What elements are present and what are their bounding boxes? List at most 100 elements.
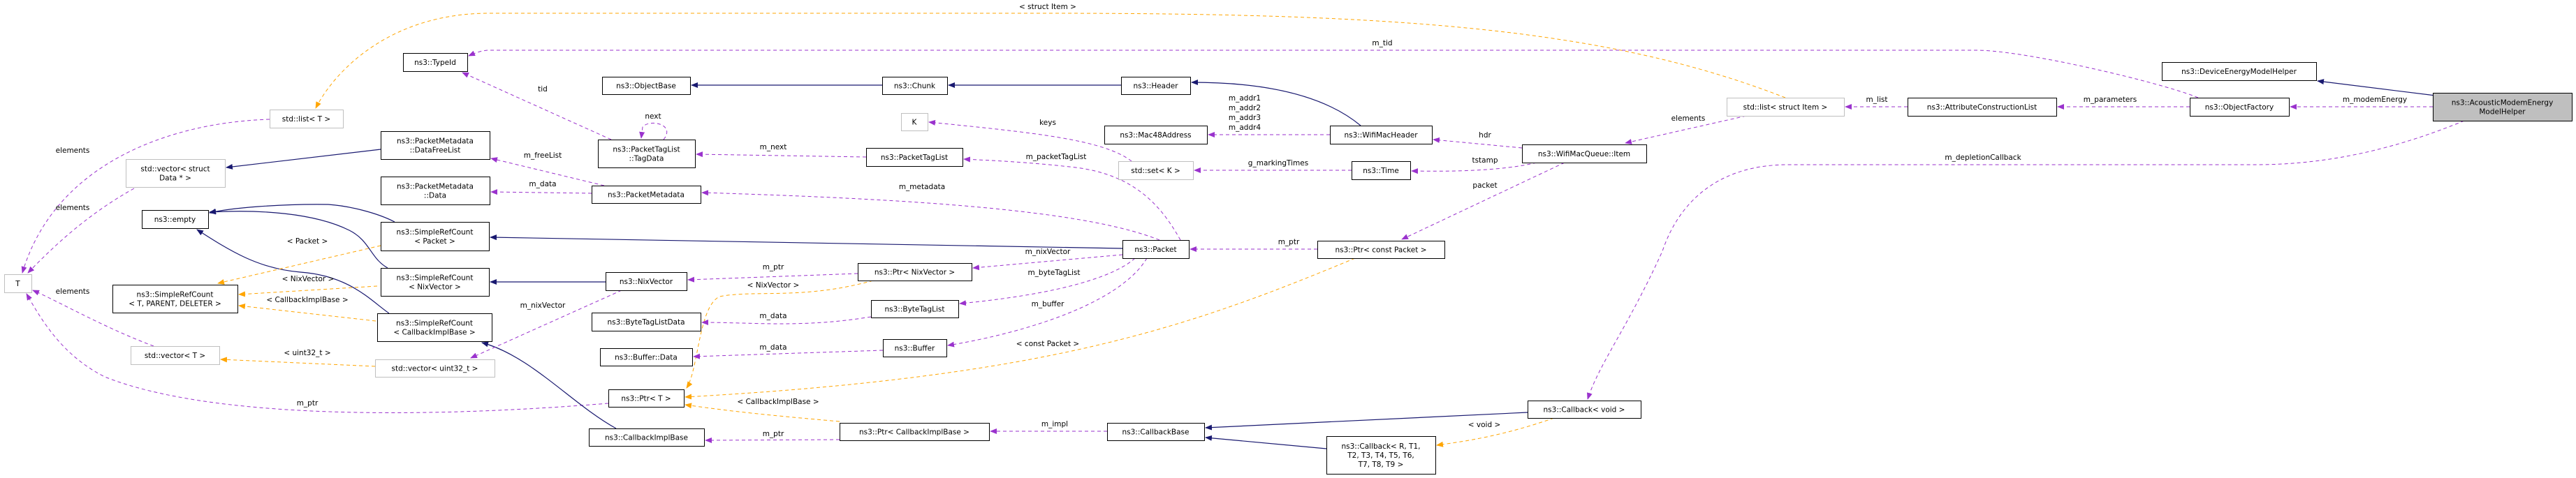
edge-label: m_addr3 <box>1229 114 1261 122</box>
node-label: ns3::AcousticModemEnergy <box>2452 99 2554 107</box>
node-label: ns3::ObjectFactory <box>2205 103 2274 112</box>
class-node-packet[interactable]: ns3::Packet <box>1122 240 1190 259</box>
class-node-bufdata[interactable]: ns3::Buffer::Data <box>600 348 693 366</box>
class-node-wmh[interactable]: ns3::WifiMacHeader <box>1330 126 1433 144</box>
edge-label: m_list <box>1866 96 1888 104</box>
class-node-srcT[interactable]: ns3::SimpleRefCount< T, PARENT, DELETER … <box>112 285 238 313</box>
class-node-listitem[interactable]: std::list< struct Item > <box>1727 98 1845 117</box>
class-node-nix[interactable]: ns3::NixVector <box>606 272 687 291</box>
node-label: ns3::SimpleRefCount <box>396 320 473 328</box>
class-node-time[interactable]: ns3::Time <box>1352 161 1411 180</box>
node-box <box>602 77 691 95</box>
class-node-acl[interactable]: ns3::AttributeConstructionList <box>1908 98 2057 117</box>
node-box <box>1528 401 1641 419</box>
edge-label: m_nixVector <box>520 301 566 310</box>
node-label: ns3::DeviceEnergyModelHelper <box>2181 68 2297 76</box>
class-node-objbase[interactable]: ns3::ObjectBase <box>602 77 691 95</box>
node-label: std::vector< uint32_t > <box>392 365 478 373</box>
node-label: ns3::Callback< R, T1, <box>1342 442 1421 451</box>
class-node-header[interactable]: ns3::Header <box>1121 77 1191 95</box>
class-node-cbR[interactable]: ns3::Callback< R, T1,T2, T3, T4, T5, T6,… <box>1326 436 1436 475</box>
edge-label: < uint32_t > <box>284 349 330 357</box>
node-box <box>608 389 685 408</box>
class-node-ptrcp[interactable]: ns3::Ptr< const Packet > <box>1317 241 1445 259</box>
class-node-empty[interactable]: ns3::empty <box>142 210 209 229</box>
class-node-btl[interactable]: ns3::ByteTagList <box>871 300 959 318</box>
class-node-ptl[interactable]: ns3::PacketTagList <box>866 148 963 167</box>
class-node-setk[interactable]: std::set< K > <box>1118 161 1194 180</box>
class-node-item[interactable]: ns3::WifiMacQueue::Item <box>1522 144 1647 163</box>
node-label: std::list< struct Item > <box>1743 103 1828 112</box>
edge-inheritance-cbR-to-cbbase <box>1205 435 1327 449</box>
edge-template-vecu-to-vecT <box>220 357 376 367</box>
class-node-pmeta[interactable]: ns3::PacketMetadata <box>592 186 701 204</box>
class-node-cbbase[interactable]: ns3::CallbackBase <box>1107 423 1205 441</box>
edge-label: tstamp <box>1472 156 1498 165</box>
class-node-T[interactable]: T <box>4 274 32 293</box>
class-node-ptrnix[interactable]: ns3::Ptr< NixVector > <box>858 263 972 281</box>
node-box <box>4 274 32 293</box>
class-node-cib[interactable]: ns3::CallbackImplBase <box>589 428 705 447</box>
node-box <box>375 359 495 378</box>
edge-usage-packet-to-pmeta <box>701 190 1160 241</box>
node-label: ns3::PacketTagList <box>881 154 948 162</box>
node-box <box>126 159 226 188</box>
node-box <box>1330 126 1433 144</box>
node-label: < Packet > <box>414 237 455 246</box>
class-node-btld[interactable]: ns3::ByteTagListData <box>592 313 701 331</box>
node-box <box>882 77 948 95</box>
node-label: < CallbackImplBase > <box>393 329 475 337</box>
class-node-pmdata[interactable]: ns3::PacketMetadata::Data <box>381 177 490 205</box>
class-node-ptrcib[interactable]: ns3::Ptr< CallbackImplBase > <box>840 423 990 441</box>
node-box <box>858 263 972 281</box>
class-node-typeid[interactable]: ns3::TypeId <box>403 53 468 72</box>
edge-usage-pmeta-to-freelist <box>490 157 605 186</box>
edge-inheritance-cib-to-srcC <box>481 341 617 429</box>
class-node-cbvoid[interactable]: ns3::Callback< void > <box>1528 401 1641 419</box>
node-box <box>381 268 490 297</box>
class-node-k[interactable]: K <box>901 113 928 131</box>
class-node-chunk[interactable]: ns3::Chunk <box>882 77 948 95</box>
node-box <box>142 210 209 229</box>
edge-usage-packet-to-ptl <box>963 156 1181 241</box>
class-node-listT[interactable]: std::list< T > <box>270 110 344 128</box>
edge-label: m_addr4 <box>1229 124 1261 132</box>
node-label: ns3::SimpleRefCount <box>137 291 214 299</box>
node-label: K <box>912 119 918 127</box>
node-label: std::list< T > <box>282 115 330 124</box>
edge-label: m_ptr <box>763 430 784 438</box>
node-label: ns3::WifiMacHeader <box>1344 131 1418 140</box>
node-box <box>270 110 344 128</box>
node-box <box>2162 62 2317 81</box>
edge-inheritance-cbvoid-to-cbbase <box>1205 412 1528 431</box>
class-node-tagdata[interactable]: ns3::PacketTagList::TagData <box>598 140 696 168</box>
class-node-srcN[interactable]: ns3::SimpleRefCount< NixVector > <box>381 268 490 297</box>
edge-label: hdr <box>1479 131 1491 140</box>
class-node-objfactory[interactable]: ns3::ObjectFactory <box>2190 98 2290 117</box>
node-label: ns3::Time <box>1363 167 1399 175</box>
edge-inheritance-srcC-to-empty <box>196 229 390 314</box>
class-node-device[interactable]: ns3::DeviceEnergyModelHelper <box>2162 62 2317 81</box>
node-label: ns3::SimpleRefCount <box>397 228 474 237</box>
edge-usage-ptrnix-to-nix <box>687 273 858 283</box>
edge-template-cbvoid-to-cbR <box>1436 417 1555 447</box>
node-label: ns3::Mac48Address <box>1120 131 1191 140</box>
edge-label: < NixVector > <box>282 275 335 283</box>
class-node-srcC[interactable]: ns3::SimpleRefCount< CallbackImplBase > <box>377 313 492 342</box>
edge-label: < void > <box>1468 421 1501 429</box>
class-node-ptrT[interactable]: ns3::Ptr< T > <box>608 389 685 408</box>
node-label: ns3::Header <box>1133 82 1178 91</box>
class-node-freelist[interactable]: ns3::PacketMetadata::DataFreeList <box>381 131 490 160</box>
class-node-vecu[interactable]: std::vector< uint32_t > <box>375 359 495 378</box>
edge-usage-objfactory-to-typeid <box>468 50 2199 98</box>
class-node-srcP[interactable]: ns3::SimpleRefCount< Packet > <box>381 222 490 251</box>
edge-label: next <box>645 112 661 121</box>
edge-label: m_modemEnergy <box>2343 96 2407 104</box>
edge-label: elements <box>56 287 90 296</box>
class-node-mac48[interactable]: ns3::Mac48Address <box>1104 126 1208 144</box>
class-node-buffer[interactable]: ns3::Buffer <box>883 339 947 357</box>
class-node-vecT[interactable]: std::vector< T > <box>131 346 220 365</box>
edge-label: m_data <box>529 180 556 188</box>
node-label: < T, PARENT, DELETER > <box>129 300 221 308</box>
